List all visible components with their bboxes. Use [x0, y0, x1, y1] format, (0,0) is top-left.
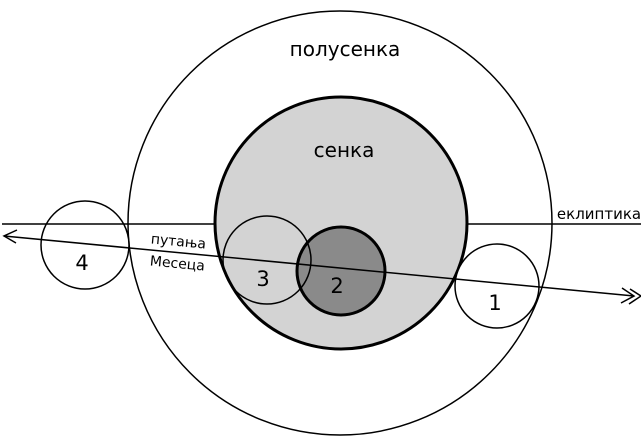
moon-path-tail-right-b	[628, 288, 641, 305]
moon-path-line	[3, 235, 635, 297]
moon-position-4-label: 4	[75, 251, 88, 275]
moon-position-1-label: 1	[488, 291, 501, 315]
moon-position-3-label: 3	[256, 267, 269, 291]
moon-position-2-label: 2	[330, 274, 343, 298]
moon-path-arrowhead-left	[2, 229, 18, 244]
penumbra-label: полусенка	[290, 37, 401, 61]
moon-position-2	[295, 225, 387, 317]
umbra-label: сенка	[314, 138, 375, 162]
moon-position-4	[40, 200, 130, 290]
umbra-circle	[213, 95, 469, 351]
moon-path-label-line2: Месеца	[149, 253, 205, 274]
moon-path-tail-right-a	[620, 287, 636, 304]
ecliptic-label: еклиптика	[557, 205, 641, 223]
moon-path-label-line1: путања	[150, 231, 207, 252]
moon-position-3	[222, 215, 312, 305]
moon-position-1	[454, 243, 540, 329]
